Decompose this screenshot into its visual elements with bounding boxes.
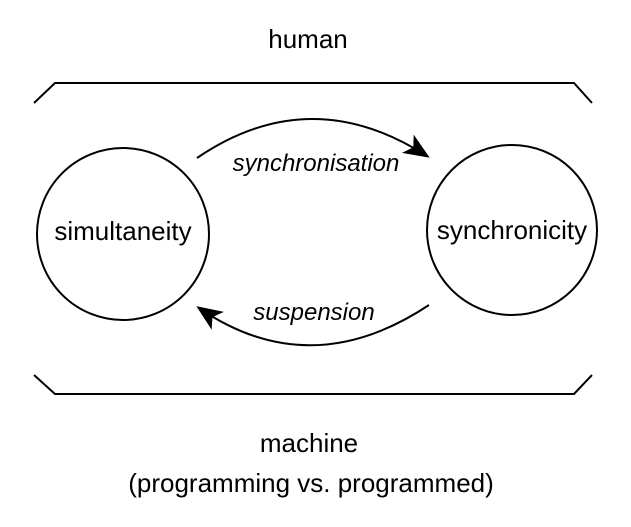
node-simultaneity-circle xyxy=(36,147,210,321)
node-simultaneity-label: simultaneity xyxy=(54,216,191,246)
node-synchronicity-label: synchronicity xyxy=(437,215,587,245)
machine-bracket-line xyxy=(33,374,593,395)
machine-zone-label: machine xyxy=(260,428,358,458)
human-bracket-line xyxy=(33,82,593,104)
machine-zone-sublabel: (programming vs. programmed) xyxy=(128,468,494,498)
edge-suspension-arrow xyxy=(196,304,430,347)
edge-synchronisation-arrow xyxy=(196,118,430,159)
node-synchronicity-circle xyxy=(426,144,598,316)
edge-suspension-label: suspension xyxy=(253,299,374,326)
edge-synchronisation-label: synchronisation xyxy=(233,150,400,177)
human-zone-label: human xyxy=(268,24,348,54)
